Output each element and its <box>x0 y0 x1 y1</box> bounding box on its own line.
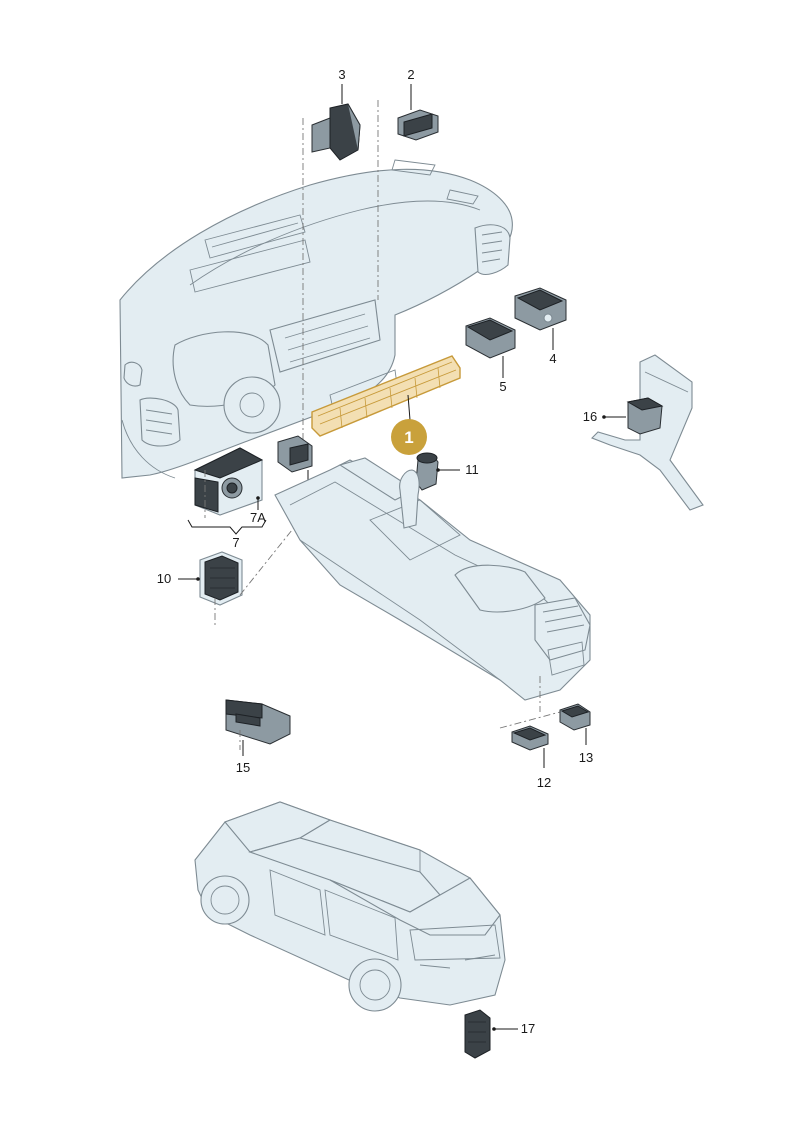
callout-5: 5 <box>499 379 506 394</box>
part-17-switch[interactable] <box>464 1009 491 1059</box>
callout-7a: 7A <box>250 510 266 525</box>
callout-16: 16 <box>583 409 597 424</box>
highlight-number-badge-icon <box>391 419 427 455</box>
part-15-switch[interactable] <box>225 699 291 745</box>
part-12-switch[interactable] <box>511 725 549 751</box>
suv-illustration <box>194 801 506 1012</box>
part-7-light-switch[interactable] <box>193 447 264 516</box>
part-1-switch-strip[interactable] <box>311 355 461 437</box>
callout-3: 3 <box>338 67 345 82</box>
part-8-switch[interactable] <box>277 435 313 473</box>
part-5-switch[interactable] <box>465 317 516 359</box>
callout-15: 15 <box>236 760 250 775</box>
part-10-switch-block[interactable] <box>199 551 243 606</box>
dashboard-illustration <box>119 159 513 479</box>
callout-badge-1: 1 <box>391 419 427 455</box>
callout-13: 13 <box>579 750 593 765</box>
part-16-switch[interactable] <box>626 397 664 435</box>
part-2-switch[interactable] <box>397 109 439 141</box>
callout-7: 7 <box>232 535 239 550</box>
part-4-switch[interactable] <box>514 287 567 331</box>
callout-4: 4 <box>549 351 556 366</box>
callout-1-label: 1 <box>404 428 413 447</box>
part-13-switch[interactable] <box>559 703 591 731</box>
center-console-illustration <box>274 457 591 701</box>
a-pillar-trim-illustration <box>591 354 704 511</box>
part-11-button[interactable] <box>415 452 439 491</box>
highlighted-switch-strip-icon <box>311 355 461 437</box>
callout-11: 11 <box>465 462 479 477</box>
callout-17: 17 <box>521 1021 535 1036</box>
callout-12: 12 <box>537 775 551 790</box>
callout-10: 10 <box>157 571 171 586</box>
callout-2: 2 <box>407 67 414 82</box>
part-3-switch[interactable] <box>311 103 361 161</box>
